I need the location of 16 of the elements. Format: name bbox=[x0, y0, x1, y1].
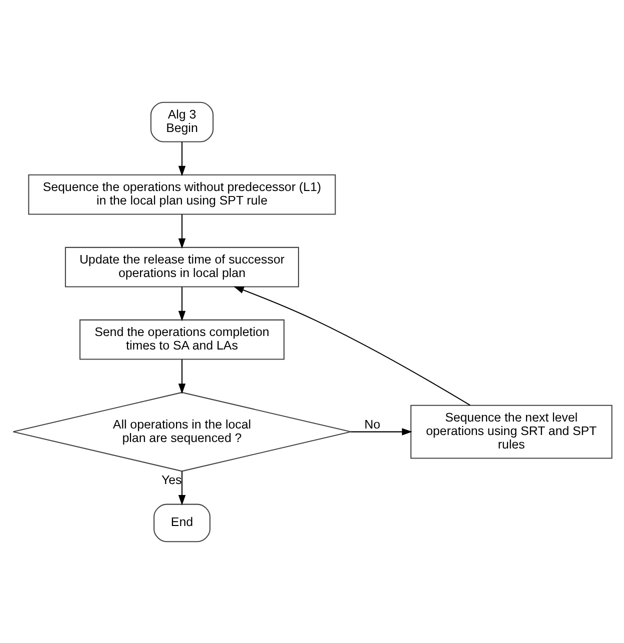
node-diamond: All operations in the local plan are sequenced ? bbox=[12, 391, 351, 472]
node-box: Sequence the operations without predecessor (L1) in the local plan using SPT rule bbox=[28, 174, 336, 214]
arrow bbox=[233, 286, 470, 406]
arrow bbox=[178, 142, 186, 176]
node-box: Update the release time of successor operations in local plan bbox=[64, 246, 299, 287]
node-box: Sequence the next level operations using SRT and SPT rules bbox=[410, 404, 612, 458]
arrow bbox=[178, 470, 186, 505]
node-box: Alg 3 Begin bbox=[150, 101, 214, 142]
arrow bbox=[178, 286, 186, 321]
edge-label: Yes bbox=[160, 472, 182, 486]
node-box: End bbox=[153, 503, 210, 542]
arrow bbox=[178, 358, 186, 394]
arrow bbox=[350, 428, 412, 435]
edge-label: No bbox=[364, 416, 380, 431]
node-box: Send the operations completion times to SA and LAs bbox=[78, 318, 284, 360]
arrow bbox=[178, 214, 186, 248]
